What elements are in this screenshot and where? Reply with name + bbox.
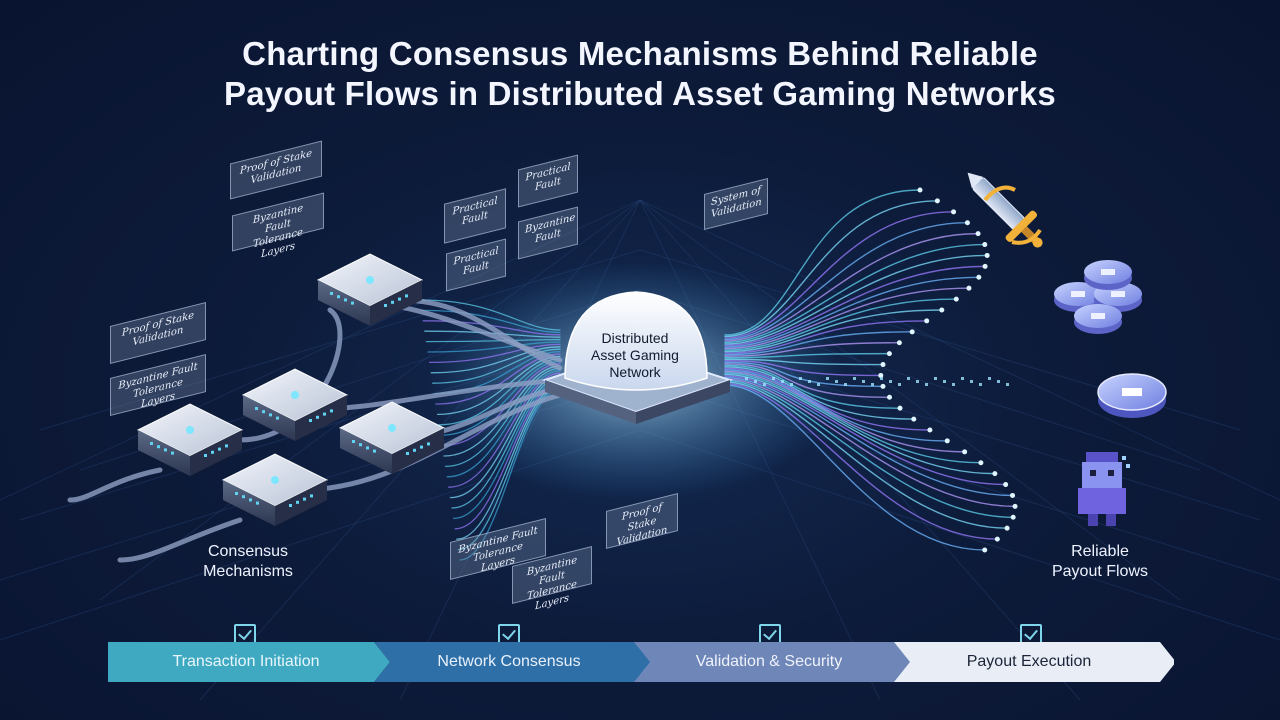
coin-icon [1097, 373, 1167, 418]
left-label-line-1: Consensus [207, 543, 289, 560]
step-network-consensus: Network Consensus [437, 653, 581, 670]
right-label-line-2: Payout Flows [1051, 563, 1149, 580]
checkbox-icon [759, 624, 781, 644]
checkbox-icon [498, 624, 520, 644]
hub-label-line-2: Asset Gaming [591, 347, 679, 363]
sword-swirl [983, 185, 1016, 202]
cables-left [67, 297, 563, 563]
pixel-avatar-icon [1078, 452, 1130, 526]
server-node [338, 401, 446, 474]
server-node [136, 403, 244, 476]
coin-stack-icon [1054, 260, 1142, 334]
right-label-line-1: Reliable [1071, 543, 1129, 560]
hub-label-line-1: Distributed [601, 330, 669, 346]
left-label-line-2: Mechanisms [203, 563, 293, 580]
title-line-2: Payout Flows in Distributed Asset Gaming… [224, 75, 1056, 113]
step-transaction-initiation: Transaction Initiation [172, 653, 320, 670]
server-nodes [136, 253, 446, 526]
step-arrow [894, 642, 1174, 682]
page-title: Charting Consensus Mechanisms Behind Rel… [0, 34, 1280, 115]
data-streams-right [724, 187, 1018, 553]
step-arrow [634, 642, 916, 682]
server-node [316, 253, 424, 326]
hub-node [541, 291, 734, 424]
step-arrow [374, 642, 656, 682]
step-arrow [108, 642, 390, 682]
server-node [221, 453, 329, 526]
step-validation-security: Validation & Security [695, 653, 843, 670]
process-steps: Transaction Initiation Network Consensus… [108, 642, 1174, 682]
reliable-payout-flows-label: Reliable Payout Flows [1010, 542, 1190, 582]
process-steps-arrows [108, 642, 1174, 682]
step-payout-execution: Payout Execution [966, 653, 1092, 670]
title-line-1: Charting Consensus Mechanisms Behind Rel… [242, 35, 1038, 72]
server-node [241, 368, 349, 441]
checkbox-icon [234, 624, 256, 644]
hub-label-line-3: Network [609, 364, 661, 380]
checkbox-icon [1020, 624, 1042, 644]
consensus-mechanisms-label: Consensus Mechanisms [158, 542, 338, 582]
hub-label: Distributed Asset Gaming Network [560, 330, 710, 381]
